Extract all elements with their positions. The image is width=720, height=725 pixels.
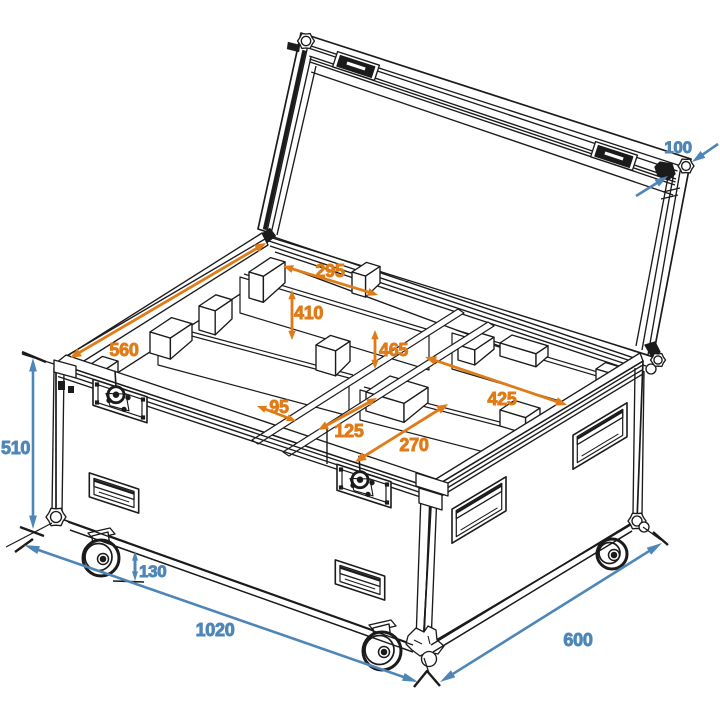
svg-text:130: 130 [139, 562, 166, 581]
svg-text:465: 465 [379, 340, 408, 360]
svg-text:410: 410 [294, 303, 323, 323]
svg-text:125: 125 [334, 421, 363, 441]
svg-text:560: 560 [109, 340, 138, 360]
svg-text:270: 270 [399, 435, 428, 455]
svg-text:295: 295 [315, 261, 344, 281]
svg-text:600: 600 [563, 630, 592, 650]
svg-text:510: 510 [1, 438, 30, 458]
svg-text:95: 95 [269, 397, 289, 417]
svg-text:100: 100 [664, 138, 691, 157]
svg-text:425: 425 [487, 389, 516, 409]
svg-text:1020: 1020 [196, 620, 235, 640]
